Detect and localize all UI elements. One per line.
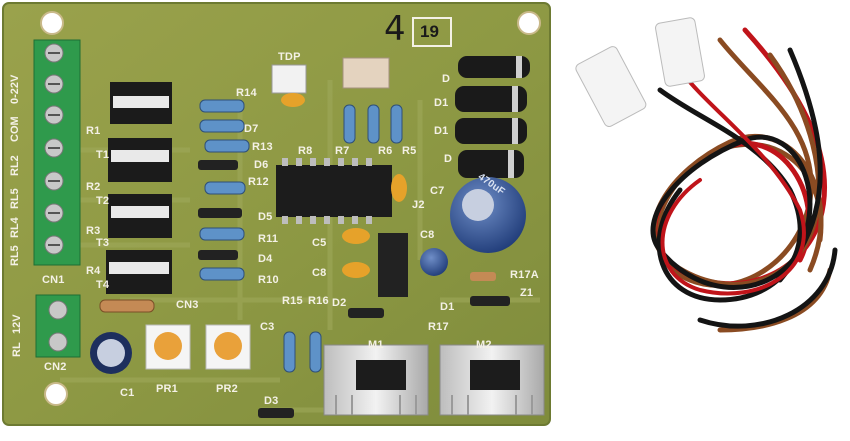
label-c3: C3: [260, 321, 275, 333]
resistor-column: [99, 99, 250, 313]
label-d5: D5: [258, 211, 273, 223]
label-d3: D3: [264, 395, 279, 407]
label-r5: R5: [402, 145, 417, 157]
label-t3: T3: [96, 237, 110, 249]
label-m2: M2: [476, 339, 492, 351]
label-r3: R3: [86, 225, 101, 237]
label-d1-c: D1: [440, 301, 455, 313]
label-pr2: PR2: [216, 383, 238, 395]
label-d1-a: D1: [434, 97, 449, 109]
label-c1: C1: [120, 387, 135, 399]
label-rl5-a: RL5: [9, 188, 21, 209]
label-r17a: R17A: [510, 269, 539, 281]
label-d6: D6: [254, 159, 269, 171]
label-rl4: RL4: [9, 217, 21, 238]
label-t4: T4: [96, 279, 110, 291]
label-d4: D4: [258, 253, 273, 265]
label-r15: R15: [282, 295, 303, 307]
label-r11: R11: [258, 233, 279, 245]
electrolytic-capacitors: [90, 177, 526, 374]
label-r6: R6: [378, 145, 393, 157]
label-z1: Z1: [520, 287, 534, 299]
heatsinks: [323, 344, 545, 416]
label-r17: R17: [428, 321, 449, 333]
label-cn2: CN2: [44, 361, 67, 373]
label-c8-b: C8: [420, 229, 435, 241]
label-d2: D2: [332, 297, 347, 309]
label-c7: C7: [430, 185, 445, 197]
terminal-block-cn2: [35, 294, 81, 358]
wire-connectors: [575, 17, 705, 127]
label-rl: RL: [11, 342, 23, 357]
label-r16: R16: [308, 295, 329, 307]
label-r12: R12: [248, 176, 269, 188]
terminal-block-cn1: [33, 39, 81, 266]
ceramic-capacitors: [281, 93, 407, 278]
label-r1: R1: [86, 125, 101, 137]
label-m1: M1: [368, 339, 384, 351]
label-r4: R4: [86, 265, 101, 277]
label-r10: R10: [258, 274, 279, 286]
label-com: COM: [9, 116, 21, 142]
label-r8: R8: [298, 145, 313, 157]
power-diodes: [455, 56, 530, 178]
label-cn3: CN3: [176, 299, 199, 311]
wire-harness: [650, 27, 838, 333]
label-rl5-b: RL5: [9, 245, 21, 266]
label-d-b: D: [444, 153, 453, 165]
label-tdp: TDP: [278, 51, 301, 63]
label-j2: J2: [412, 199, 425, 211]
label-t1: T1: [96, 149, 110, 161]
ic-chip: [276, 158, 392, 224]
header-connectors: [271, 57, 390, 94]
label-c8: C8: [312, 267, 327, 279]
label-c5: C5: [312, 237, 327, 249]
label-r13: R13: [252, 141, 273, 153]
label-r14: R14: [236, 87, 257, 99]
label-r2: R2: [86, 181, 101, 193]
label-t2: T2: [96, 195, 110, 207]
number-box: [412, 17, 452, 47]
label-r7: R7: [335, 145, 350, 157]
transistor-blocks: [106, 82, 172, 294]
label-12v: 12V: [11, 314, 23, 334]
label-0-22v: 0-22V: [9, 74, 21, 104]
label-cn1: CN1: [42, 274, 65, 286]
label-rl2: RL2: [9, 155, 21, 176]
vertical-resistors: [283, 104, 403, 373]
label-d1-b: D1: [434, 125, 449, 137]
label-d-a: D: [442, 73, 451, 85]
label-pr1: PR1: [156, 383, 178, 395]
label-d7: D7: [244, 123, 259, 135]
voltage-regulator: [378, 233, 408, 297]
box-number: 19: [420, 22, 439, 41]
diode-column: [198, 160, 510, 418]
handwritten-mark: 4: [384, 9, 406, 49]
trimmer-pots: [145, 324, 251, 370]
